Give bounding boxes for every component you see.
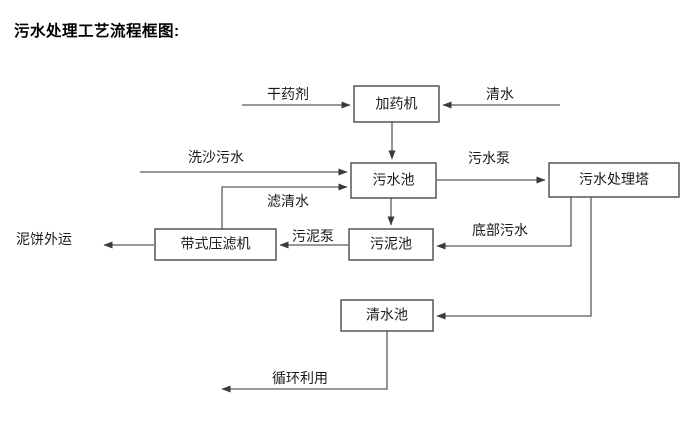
box-clear-pool-label: 清水池 xyxy=(366,307,408,323)
box-sewage-pool-rect xyxy=(350,162,437,199)
page-title: 污水处理工艺流程框图: xyxy=(14,21,180,40)
box-sewage-pool[interactable]: 污水池 xyxy=(350,162,437,199)
box-sludge-pool-label: 污泥池 xyxy=(370,236,412,252)
box-clear-pool-rect xyxy=(340,299,434,332)
box-sludge-pool-rect xyxy=(348,228,434,261)
box-belt-filter-label: 带式压滤机 xyxy=(181,236,251,252)
edge-clear-pool-recycle xyxy=(221,331,388,393)
box-belt-filter[interactable]: 带式压滤机 xyxy=(154,228,277,261)
edges-group xyxy=(103,101,592,393)
edge-label-sand-wash-sewage: 洗沙污水 xyxy=(188,149,244,165)
edge-label-sewage-pump: 污水泵 xyxy=(468,150,510,166)
edge-labels-group: 干药剂 清水 洗沙污水 滤清水 污水泵 污泥泵 底部污水 循环利用 xyxy=(188,86,528,386)
box-clear-pool[interactable]: 清水池 xyxy=(340,299,434,332)
edge-label-bottom-sewage: 底部污水 xyxy=(472,222,528,238)
edge-tower-to-sludge-pool xyxy=(436,197,572,250)
terminal-labels-group: 泥饼外运 xyxy=(16,231,72,247)
edge-label-filtrate-water: 滤清水 xyxy=(267,193,309,209)
box-belt-filter-rect xyxy=(154,228,277,261)
edge-label-recycle-use: 循环利用 xyxy=(272,370,328,386)
edge-filtrate-to-sewage-pool xyxy=(221,183,348,229)
edge-tower-to-clear-pool xyxy=(436,197,592,320)
edge-label-clean-water-in: 清水 xyxy=(486,86,514,102)
box-sewage-pool-label: 污水池 xyxy=(373,172,415,188)
box-treatment-tower[interactable]: 污水处理塔 xyxy=(548,162,680,198)
box-treatment-tower-rect xyxy=(548,162,680,198)
box-dosing-machine-rect xyxy=(353,85,440,123)
box-dosing-machine[interactable]: 加药机 xyxy=(353,85,440,123)
box-treatment-tower-label: 污水处理塔 xyxy=(579,171,649,187)
edge-label-dry-agent: 干药剂 xyxy=(267,86,309,102)
box-sludge-pool[interactable]: 污泥池 xyxy=(348,228,434,261)
terminal-label-mud-cake-export: 泥饼外运 xyxy=(16,231,72,247)
edge-label-sludge-pump: 污泥泵 xyxy=(292,228,334,244)
box-dosing-machine-label: 加药机 xyxy=(376,96,418,112)
